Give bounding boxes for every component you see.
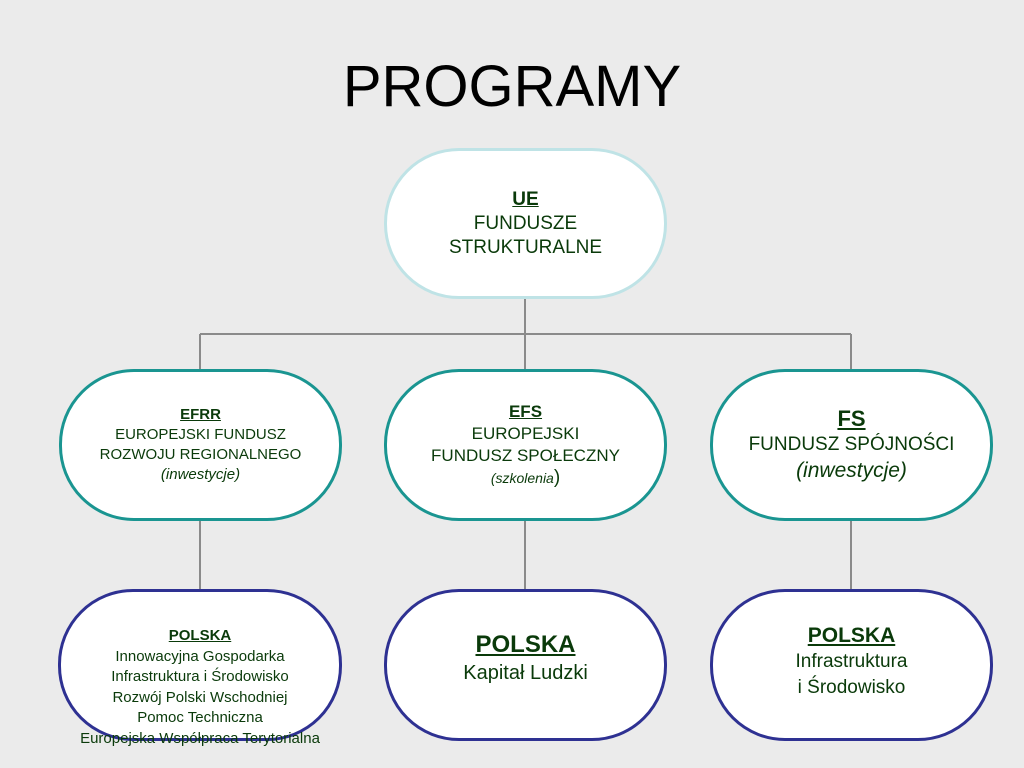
node-note: (szkolenia) [491, 467, 560, 489]
node-program-efs: POLSKA Kapitał Ludzki [384, 589, 667, 741]
node-program-efrr: POLSKA Innowacyjna Gospodarka Infrastruk… [58, 589, 342, 747]
program-country: POLSKA [168, 627, 232, 644]
program-item: Innowacyjna Gospodarka [115, 647, 285, 665]
program-item: Infrastruktura i Środowisko [111, 668, 289, 685]
node-abbr: EFRR [180, 406, 221, 423]
program-item: Kapitał Ludzki [463, 662, 588, 684]
page-title: PROGRAMY [342, 54, 682, 119]
node-abbr: UE [512, 188, 539, 210]
program-item: Europejska Współpraca Terytorialna [80, 729, 320, 747]
node-note: (inwestycje) [796, 459, 907, 482]
node-line: EUROPEJSKI [471, 424, 580, 443]
node-abbr: EFS [508, 402, 543, 421]
node-note-text: (szkolenia [490, 470, 554, 486]
program-item: Pomoc Techniczna [137, 709, 263, 726]
node-efrr: EFRR EUROPEJSKI FUNDUSZ ROZWOJU REGIONAL… [59, 369, 342, 521]
node-line: FUNDUSZ SPÓJNOŚCI [748, 434, 955, 455]
node-line: EUROPEJSKI FUNDUSZ [115, 426, 286, 443]
node-fs: FS FUNDUSZ SPÓJNOŚCI (inwestycje) [710, 369, 993, 521]
node-line: FUNDUSZ SPOŁECZNY [431, 446, 620, 465]
program-item: i Środowisko [797, 677, 906, 698]
node-ue-structural-funds: UE FUNDUSZE STRUKTURALNE [384, 148, 667, 299]
program-item: Infrastruktura [795, 651, 908, 672]
node-program-fs: POLSKA Infrastruktura i Środowisko [710, 589, 993, 741]
program-country: POLSKA [475, 631, 576, 658]
program-item: Rozwój Polski Wschodniej [112, 688, 288, 706]
node-line: STRUKTURALNE [448, 236, 603, 258]
node-note: (inwestycje) [160, 466, 241, 483]
node-line: FUNDUSZE [473, 212, 578, 234]
program-country: POLSKA [807, 624, 896, 647]
node-efs: EFS EUROPEJSKI FUNDUSZ SPOŁECZNY (szkole… [384, 369, 667, 521]
node-note-close: ) [553, 467, 561, 488]
node-line: ROZWOJU REGIONALNEGO [99, 446, 302, 463]
node-abbr: FS [837, 406, 866, 431]
